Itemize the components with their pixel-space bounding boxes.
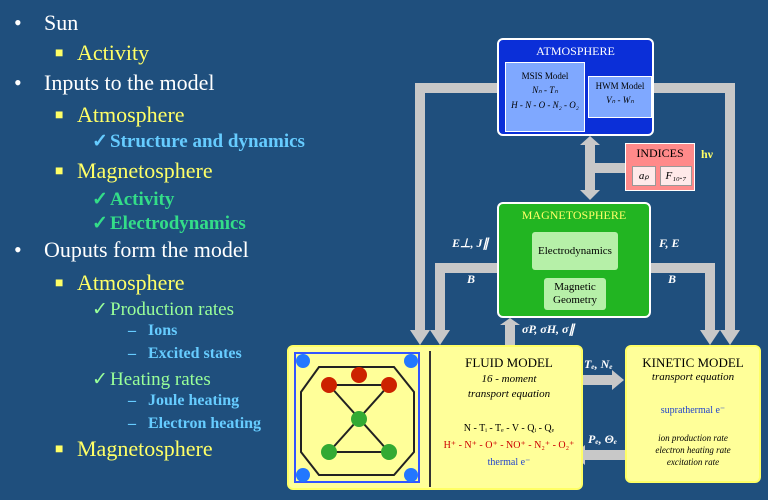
outline-item: –Ions [128,322,177,340]
label-e-j: E⊥, J∥ [452,236,489,250]
label-pe-theta: Pₑ, Θₑ [588,432,618,446]
outline-item: ✓Heating rates [92,368,211,391]
kinetic-model-box: KINETIC MODEL transport equation suprath… [625,345,761,483]
label-te-ne: Tₑ, Nₑ [584,357,613,371]
fluid-model-box: FLUID MODEL 16 - moment transport equati… [287,345,583,490]
outline-item: ■ Magnetosphere [55,158,213,184]
bullet-glyph: ■ [55,442,64,457]
outline-item: • Inputs to the model [14,70,214,96]
outline-item: ✓Electrodynamics [92,212,246,235]
fluid-sub1: 16 - moment [481,373,537,385]
arrow-atm-right [654,83,735,330]
bullet-glyph: ✓ [92,189,108,210]
hwm-model: HWM Model Vₙ - Wₙ [588,76,652,118]
kinetic-sub: transport equation [651,371,735,383]
electrodynamics-box: Electrodynamics [532,232,618,270]
outline-item: ■ Activity [55,40,149,66]
outline-text: Magnetosphere [77,158,213,183]
outline-item: ✓Structure and dynamics [92,130,305,153]
outline-text: Atmosphere [77,270,185,295]
label-b-right: B [668,272,677,286]
indices-title: INDICES [636,146,684,160]
outline-text: Electron heating [148,415,262,432]
outline-text: Inputs to the model [44,70,215,95]
hwm-line: Vₙ - Wₙ [606,95,634,105]
msis-line2: H - N - O - N₂ - O₂ [511,100,579,110]
outline-text: Sun [44,10,79,35]
bullet-glyph: ■ [55,276,64,291]
arrow-mag-left [435,263,497,330]
bullet-glyph: ✓ [92,299,108,320]
label-b-left: B [467,272,476,286]
bullet-glyph: – [128,322,136,339]
bullet-glyph: • [14,237,22,262]
hv-label: hν [701,147,714,161]
msis-title: MSIS Model [521,71,569,81]
outline-item: ■ Atmosphere [55,102,185,128]
arrow-atm-left [415,83,497,330]
outline-item: • Ouputs form the model [14,237,249,263]
fluid-title: FLUID MODEL [465,355,553,370]
label-sigma: σP, σH, σ∥ [522,322,575,336]
bullet-glyph: ■ [55,108,64,123]
ap-index: aₚ [632,166,656,186]
bullet-glyph: ✓ [92,131,108,152]
outline-text: Atmosphere [77,102,185,127]
indices-box: INDICES aₚ F₁₀.₇ [625,143,695,191]
bullet-glyph: ■ [55,164,64,179]
outline-text: Activity [77,40,150,65]
bullet-glyph: – [128,415,136,432]
outline-text: Production rates [110,299,235,320]
bullet-glyph: • [14,10,22,35]
outline-text: Electrodynamics [110,213,246,234]
kinetic-title: KINETIC MODEL [642,355,744,370]
bullet-glyph: ✓ [92,369,108,390]
outline-text: Ouputs form the model [44,237,249,262]
outline-item: ■ Atmosphere [55,270,185,296]
f107-index: F₁₀.₇ [660,166,692,186]
fluid-species: H⁺ - N⁺ - O⁺ - NO⁺ - N₂⁺ - O₂⁺ [443,440,575,451]
outline-item: ✓Production rates [92,298,234,321]
outline-item: –Electron heating [128,415,261,433]
magnetosphere-title: MAGNETOSPHERE [521,208,627,222]
outline-text: Magnetosphere [77,436,213,461]
msis-model: MSIS Model Nₙ - Tₙ H - N - O - N₂ - O₂ [505,62,585,132]
kinetic-rates2: electron heating rate [655,445,731,455]
kinetic-supra: suprathermal e⁻ [660,405,726,416]
magnetic-geometry-box: Magnetic Geometry [544,278,606,310]
arrow-mag-right [651,263,715,330]
label-f-e: F, E [659,236,680,250]
bullet-glyph: ■ [55,46,64,61]
chemistry-network [294,352,420,483]
atmosphere-box: ATMOSPHERE MSIS Model Nₙ - Tₙ H - N - O … [497,38,654,136]
bullet-glyph: – [128,392,136,409]
outline-text: Heating rates [110,369,211,390]
outline-item: • Sun [14,10,78,36]
kinetic-rates3: excitation rate [666,457,720,467]
fluid-vars: N - Tᵢ - Tₑ - V - Qᵢ - Qₑ [463,423,555,434]
arrow-ind [585,145,625,190]
kinetic-rates1: ion production rate [658,433,728,443]
magnetosphere-box: MAGNETOSPHERE Electrodynamics Magnetic G… [497,202,651,318]
outline-text: Activity [110,189,175,210]
fluid-sub2: transport equation [467,388,551,400]
bullet-glyph: • [14,70,22,95]
fluid-thermal: thermal e⁻ [487,457,531,468]
atmosphere-title: ATMOSPHERE [536,44,615,58]
outline-item: –Joule heating [128,392,239,410]
outline-item: ✓Activity [92,188,174,211]
outline-text: Structure and dynamics [110,131,305,152]
outline-item: –Excited states [128,345,242,363]
bullet-outline: • Sun ■ Activity • Inputs to the model ■ Atmosp… [0,0,305,500]
outline-item: ■ Magnetosphere [55,436,213,462]
outline-text: Ions [148,322,178,339]
msis-line1: Nₙ - Tₙ [532,85,558,95]
outline-text: Excited states [148,345,242,362]
hwm-title: HWM Model [595,81,645,91]
bullet-glyph: – [128,345,136,362]
outline-text: Joule heating [148,392,240,409]
bullet-glyph: ✓ [92,213,108,234]
